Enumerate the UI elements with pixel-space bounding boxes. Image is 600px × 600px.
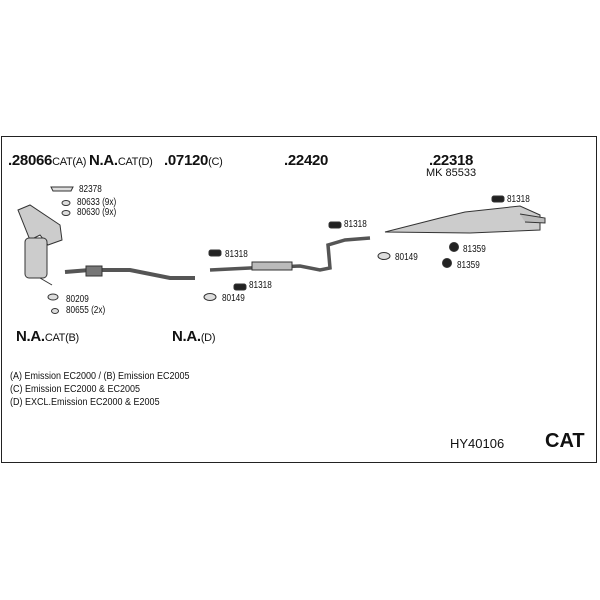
part-header-na-cat-d: N.A.CAT(D) (89, 152, 153, 169)
part-80149-a: 80149 (222, 293, 245, 304)
part-header-22318: .22318 (429, 152, 474, 169)
part-header-07120: .07120(C) (164, 152, 223, 169)
note-c: (C) Emission EC2000 & EC2005 (10, 384, 141, 395)
cat-badge: CAT (545, 430, 585, 452)
part-81318-b: 81318 (249, 280, 272, 291)
hangers (208, 195, 505, 291)
part-header-28066: .28066CAT(A) (8, 152, 87, 169)
part-header-22420: .22420 (284, 152, 329, 169)
part-80655: 80655 (2x) (66, 305, 106, 316)
part-header-na-cat-b: N.A.CAT(B) (16, 328, 79, 345)
part-82378: 82378 (79, 184, 102, 195)
part-81318-c: 81318 (344, 219, 367, 230)
rear-silencer (384, 205, 546, 234)
front-pipe (64, 268, 195, 280)
part-81318-a: 81318 (225, 249, 248, 260)
manifold-catalyst (17, 204, 63, 286)
part-80209: 80209 (66, 294, 89, 305)
diagram-frame (1, 136, 597, 463)
part-80633: 80633 (9x) (77, 197, 117, 208)
mk-number: MK 85533 (426, 167, 477, 179)
note-d: (D) EXCL.Emission EC2000 & E2005 (10, 397, 160, 408)
note-a-b: (A) Emission EC2000 / (B) Emission EC200… (10, 371, 190, 382)
part-81318-d: 81318 (507, 194, 530, 205)
part-81359-b: 81359 (457, 260, 480, 271)
gaskets (47, 186, 391, 314)
set-code: HY40106 (450, 436, 505, 451)
part-header-na-d: N.A.(D) (172, 328, 216, 345)
part-80630: 80630 (9x) (77, 207, 117, 218)
part-81359-a: 81359 (463, 244, 486, 255)
part-80149-b: 80149 (395, 252, 418, 263)
